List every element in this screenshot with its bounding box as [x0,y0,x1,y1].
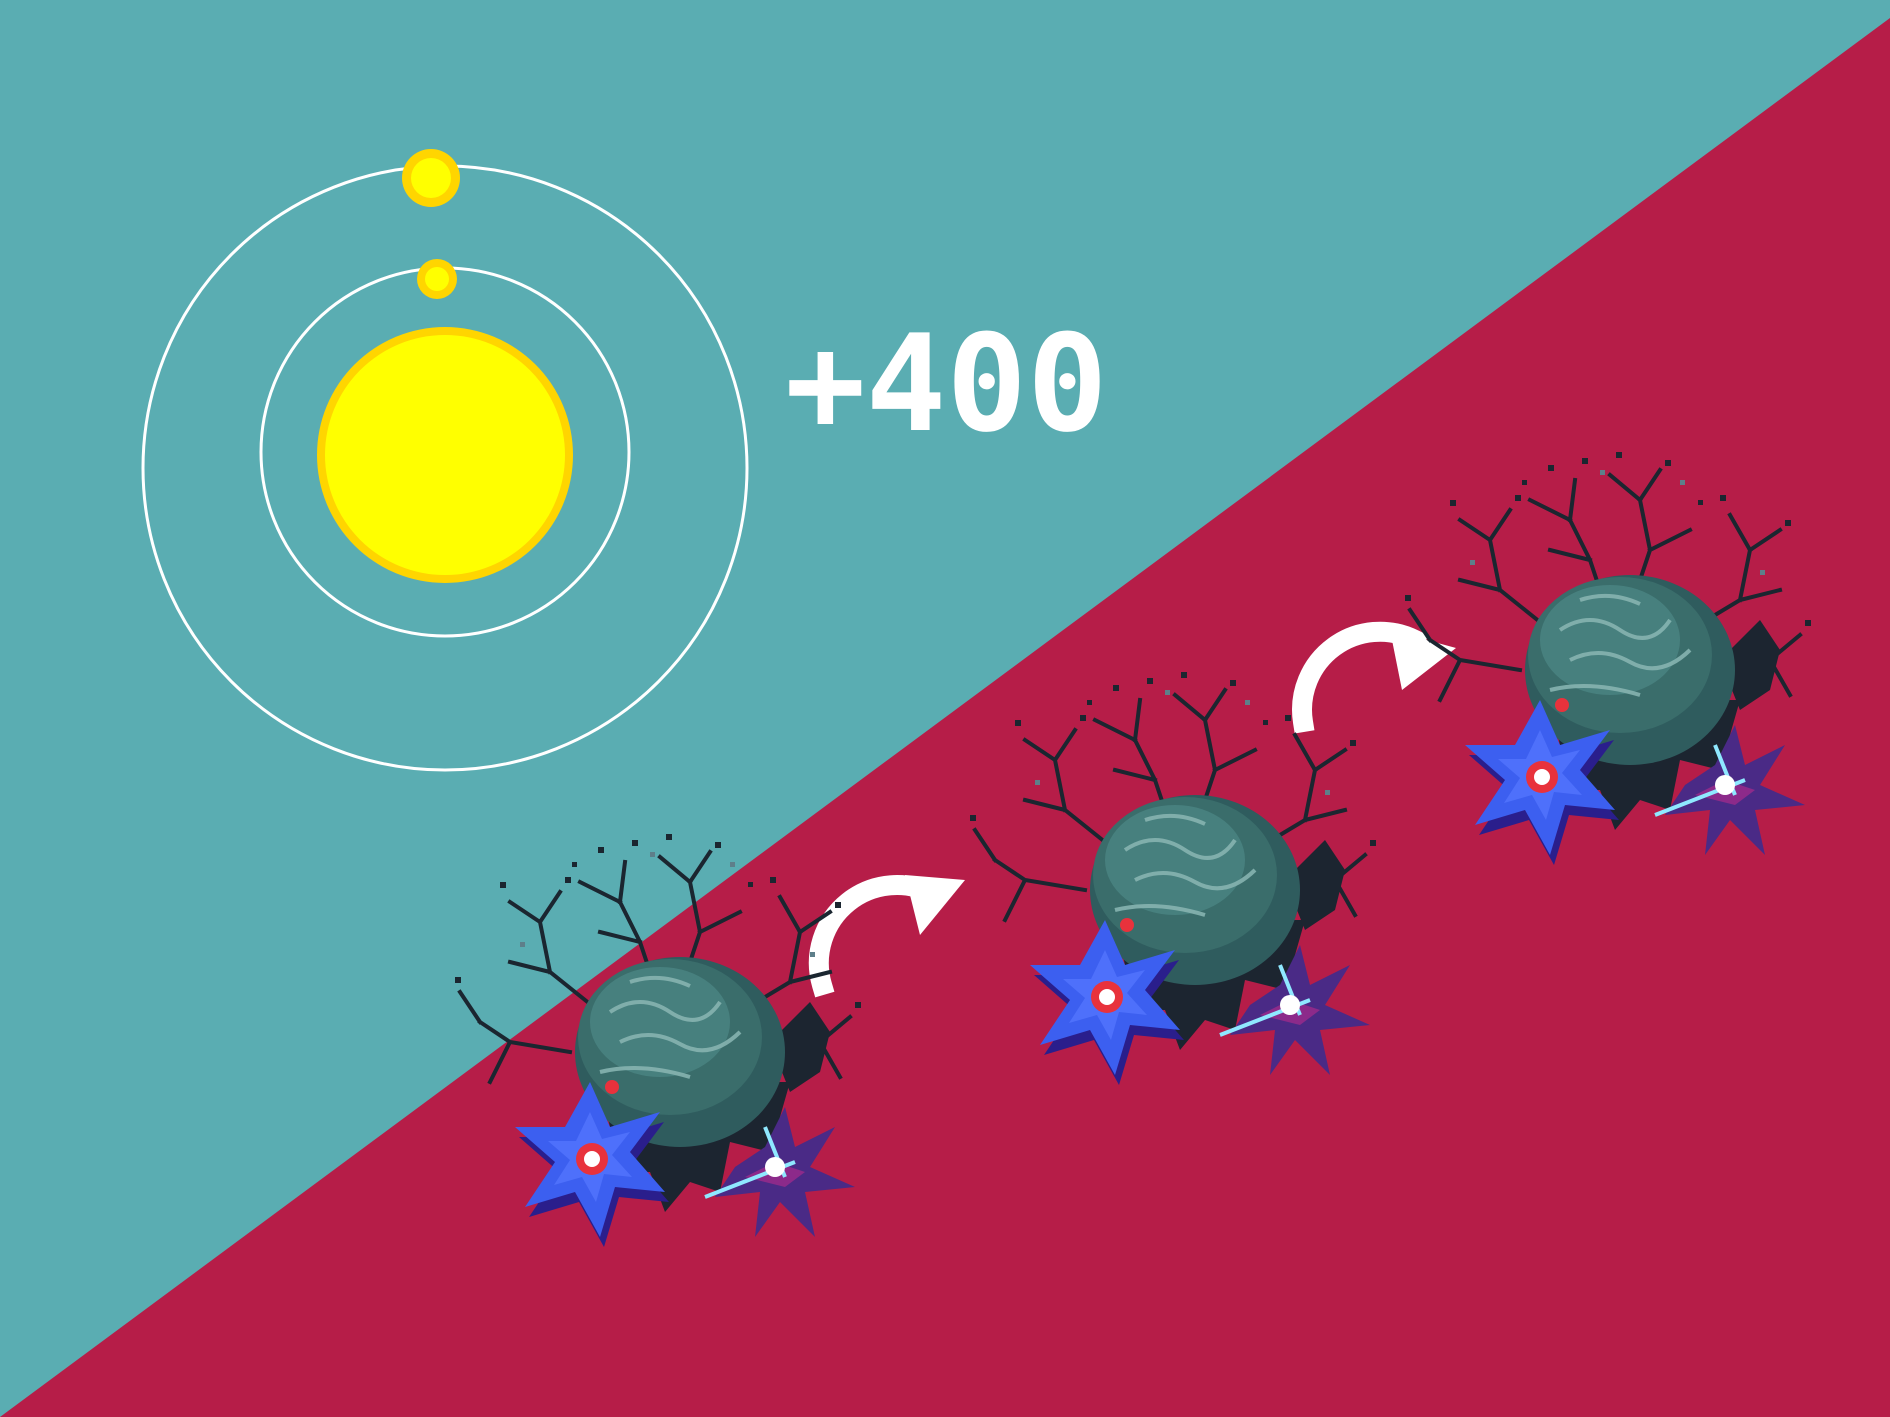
progress-arrow-1 [808,875,965,998]
sun-core [325,335,565,575]
score-popup: +400 [785,306,1108,462]
ground-background [0,18,1890,1417]
inner-moon-core [425,267,449,291]
outer-moon-core [411,158,451,198]
orbit-system [141,149,749,772]
